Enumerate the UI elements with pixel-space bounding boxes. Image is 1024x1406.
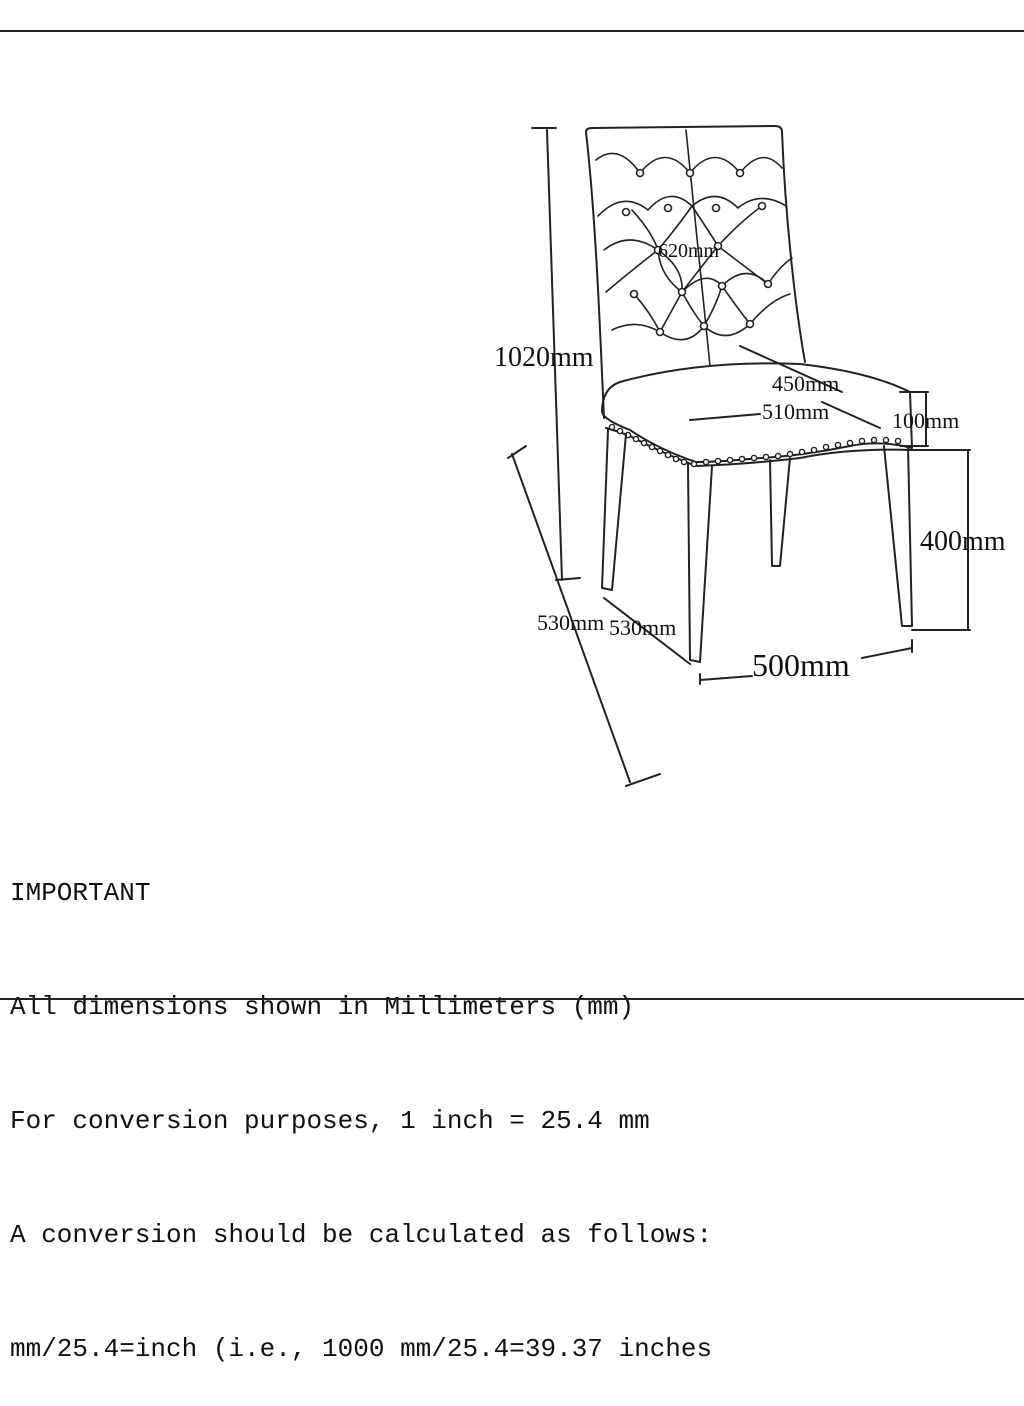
top-border-line: [0, 30, 1024, 32]
seat-width-label: 510mm: [762, 399, 829, 424]
seat-depth-leader-line: [739, 345, 843, 393]
tufting-buttons: [621, 168, 773, 337]
seat-cushion-outline: [601, 362, 913, 463]
conversion-notes: IMPORTANT All dimensions shown in Millim…: [10, 798, 712, 1406]
chair-back-outline: [585, 125, 806, 419]
nailhead-trim: [608, 423, 902, 468]
seat-height-label: 400mm: [920, 526, 1006, 557]
inner-depth-leader-line: [603, 597, 691, 665]
overall-height-dimension-line: [531, 127, 581, 581]
width-label: 500mm: [752, 647, 850, 683]
depth-label: 530mm: [537, 610, 604, 635]
seat-depth-label: 450mm: [772, 371, 839, 396]
seat-width-leader-line-right: [821, 401, 881, 429]
notes-line-units: All dimensions shown in Millimeters (mm): [10, 992, 635, 1022]
notes-line-conversion-example: mm/25.4=inch (i.e., 1000 mm/25.4=39.37 i…: [10, 1334, 713, 1364]
notes-line-conversion-factor: For conversion purposes, 1 inch = 25.4 m…: [10, 1106, 650, 1136]
leg-front-right: [883, 445, 913, 627]
depth-dimension-line: [507, 445, 661, 787]
overall-height-label: 1020mm: [494, 342, 594, 373]
bottom-border-line: [0, 998, 1024, 1000]
notes-line-conversion-instruction: A conversion should be calculated as fol…: [10, 1220, 713, 1250]
seat-height-dimension-line: [911, 449, 971, 631]
inner-depth-label: 530mm: [609, 615, 676, 640]
back-height-label: 620mm: [658, 240, 720, 262]
seat-width-leader-line: [689, 413, 761, 421]
leg-front-left: [687, 463, 713, 663]
width-dimension-line: [699, 639, 913, 685]
leg-back-left: [601, 429, 627, 591]
chair-dimension-drawing: 1020mm 620mm 450mm 510mm 100mm 400mm 530…: [494, 125, 1006, 787]
seat-thickness-dimension-line: [899, 391, 929, 447]
notes-heading: IMPORTANT: [10, 878, 151, 908]
leg-back-right: [769, 457, 791, 567]
seat-thickness-label: 100mm: [892, 408, 959, 433]
